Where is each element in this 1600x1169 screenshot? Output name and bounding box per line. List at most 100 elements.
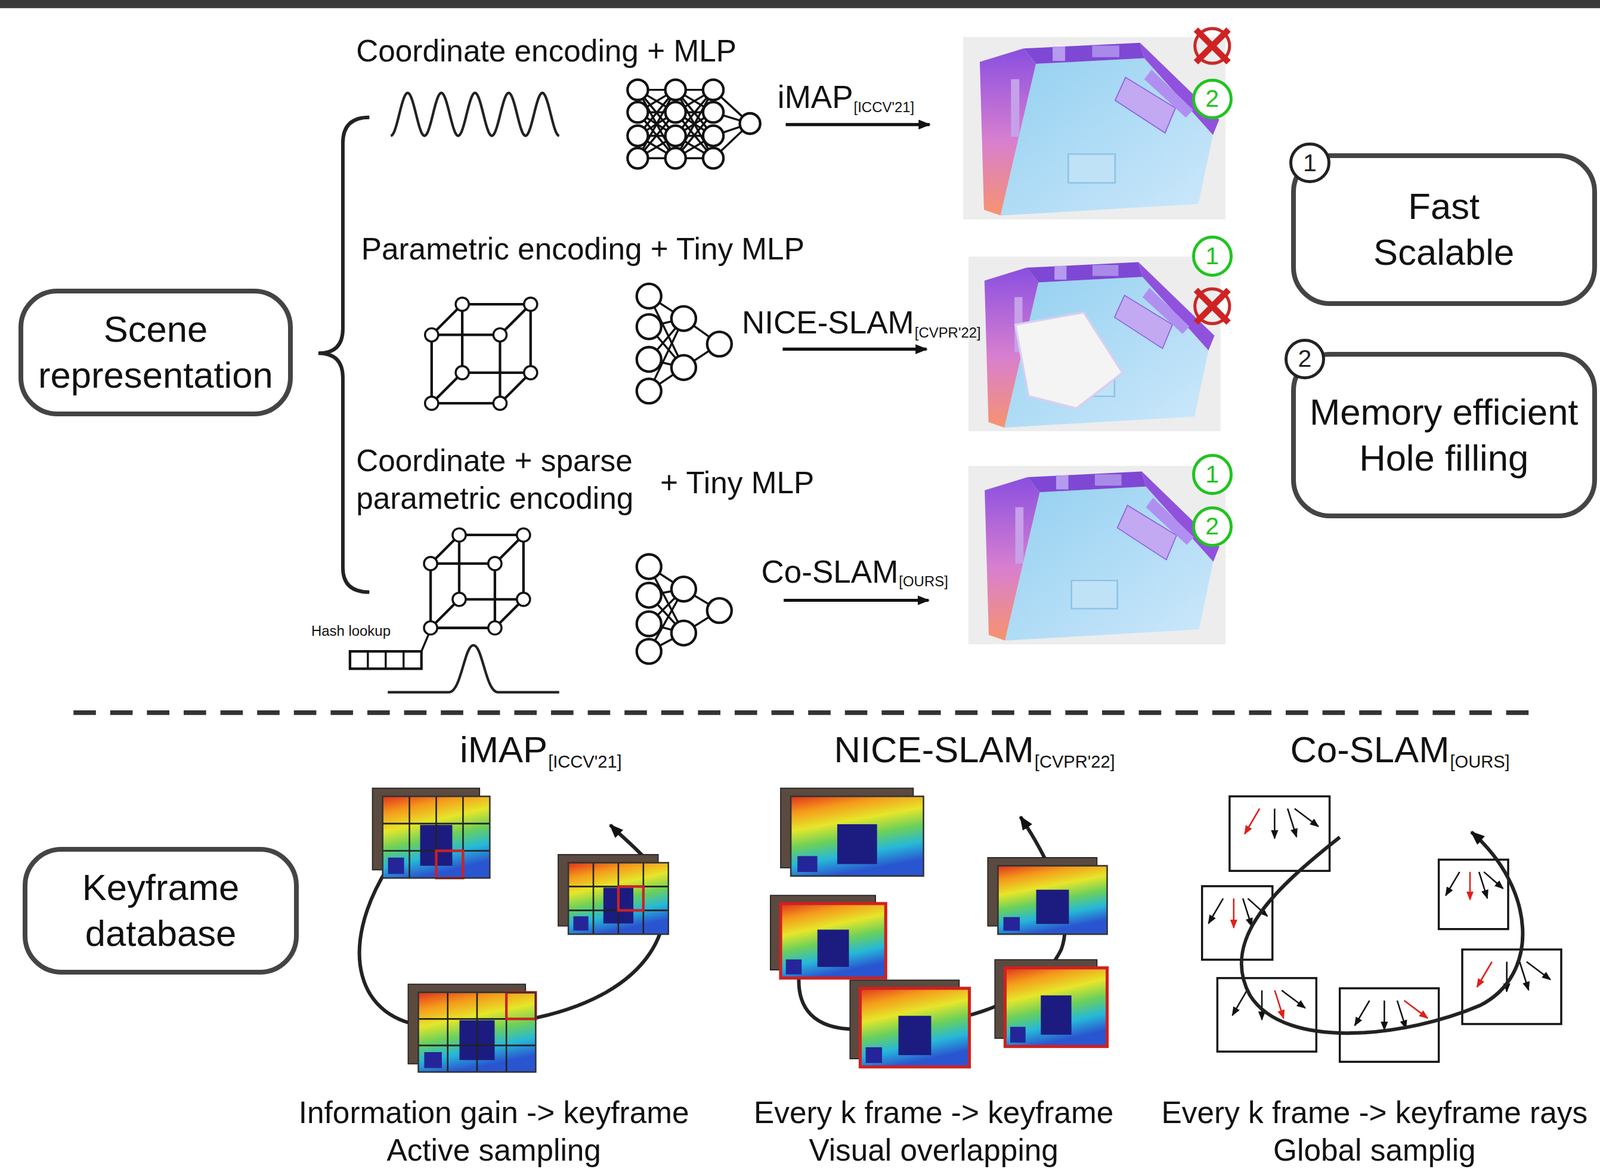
selected-cell — [618, 886, 644, 911]
sampled-ray — [1404, 1000, 1428, 1019]
mlp-neuron — [707, 598, 732, 623]
box-label: Scene representation — [31, 306, 280, 399]
frame-border — [418, 992, 537, 1073]
number-text: 1 — [1205, 462, 1219, 487]
depth-object — [785, 959, 802, 975]
cube-vertex — [517, 592, 531, 606]
sine-wave — [390, 93, 559, 136]
mlp-edge — [637, 90, 676, 159]
depth-object — [817, 929, 850, 967]
text-label: Every k frame -> keyframe rays — [1161, 1094, 1588, 1131]
callout-number: 1 — [1289, 142, 1330, 184]
mlp-neuron — [636, 611, 662, 636]
sampled-ray — [1244, 808, 1260, 834]
depth-object — [837, 824, 878, 865]
ray — [1242, 898, 1252, 927]
check-circle: 1 — [1192, 453, 1233, 495]
hash-table — [384, 651, 387, 669]
mlp-neuron — [665, 79, 686, 101]
text-label: Parametric encoding + Tiny MLP — [361, 231, 805, 267]
sampled-ray — [1469, 871, 1472, 900]
depth-object — [898, 1015, 932, 1055]
mesh-render — [963, 36, 1226, 645]
text-label: + Tiny MLP — [660, 465, 815, 501]
check-circle: 2 — [1192, 506, 1233, 547]
curly-bracket — [318, 117, 370, 593]
cube-edge — [462, 304, 531, 373]
cube-edge — [430, 563, 495, 628]
ray-frame — [1202, 886, 1273, 960]
mlp-neuron — [703, 147, 724, 169]
number-text: 2 — [1205, 86, 1219, 111]
mlp-neuron — [636, 378, 662, 404]
depth-frame — [407, 983, 536, 1072]
cube-vertex — [455, 297, 469, 311]
cube-vertex — [488, 556, 502, 571]
text-label: Every k frame -> keyframe — [753, 1094, 1114, 1131]
depth-object — [424, 1051, 442, 1069]
depth-object — [573, 915, 588, 931]
mlp-edge — [637, 90, 676, 159]
ray — [1483, 871, 1503, 889]
ray — [1505, 961, 1508, 992]
box-label: Keyframe database — [35, 864, 286, 957]
keyframe-rays — [1438, 859, 1509, 929]
method-title: iMAP — [459, 728, 548, 772]
method-title: Co-SLAM — [1290, 728, 1450, 772]
mesh-render — [968, 465, 1226, 645]
depth-frame — [780, 788, 924, 877]
depth-map — [382, 796, 491, 878]
mlp-neuron — [665, 147, 686, 169]
depth-map — [1004, 967, 1107, 1047]
dashed-divider — [73, 710, 1541, 716]
cross-mark — [1195, 29, 1229, 63]
cube-vertex — [452, 528, 466, 542]
depth-frame — [558, 854, 669, 935]
sampled-ray — [1274, 989, 1284, 1018]
selected-cell — [506, 992, 536, 1020]
depth-object — [1010, 1026, 1026, 1043]
box-label: Fast Scalable — [1359, 183, 1528, 276]
text-label: Hash lookup — [311, 622, 391, 640]
cross-mark — [1195, 289, 1229, 323]
text-label: Coordinate + sparse parametric encoding — [356, 441, 655, 518]
depth-map — [790, 796, 924, 877]
keyframe-rays — [1202, 886, 1273, 960]
cube-vertex — [425, 327, 439, 342]
mlp-neuron — [636, 314, 662, 339]
grid-line — [408, 796, 411, 878]
top-bar — [0, 0, 1600, 9]
depth-frame — [987, 857, 1107, 934]
cube-edge — [431, 334, 501, 404]
depth-frame — [770, 895, 886, 979]
mlp-neuron — [636, 283, 662, 309]
text-label: NICE-SLAM — [741, 304, 915, 341]
ray — [1261, 989, 1264, 1020]
frame-border — [780, 903, 886, 979]
text-label: Co-SLAM — [760, 553, 899, 590]
rounded-box: Keyframe database — [22, 846, 300, 975]
ray — [1287, 808, 1297, 837]
frame-border — [568, 862, 669, 934]
sampled-ray — [1477, 961, 1493, 987]
venue-subscript: [OURS] — [1450, 751, 1510, 772]
mlp-edge — [675, 90, 714, 159]
depth-object — [1040, 995, 1072, 1035]
mlp-edge — [675, 90, 714, 159]
venue-subscript: [OURS] — [898, 573, 948, 590]
text-label: Active sampling — [386, 1132, 601, 1168]
ray-frame — [1438, 859, 1509, 929]
check-circle: 2 — [1192, 78, 1233, 120]
mesh-render — [963, 36, 1226, 220]
ray-frame — [1462, 949, 1562, 1024]
ray — [1478, 871, 1488, 899]
rounded-box: Fast Scalable1 — [1291, 153, 1598, 307]
text-label: Global samplig — [1273, 1132, 1476, 1168]
cube-vertex — [424, 621, 438, 635]
text-label: Visual overlapping — [808, 1132, 1059, 1168]
mlp-neuron — [703, 79, 724, 101]
arrow — [782, 347, 927, 351]
ray — [1383, 1000, 1386, 1030]
cube-vertex — [455, 366, 469, 380]
grid-line — [476, 992, 479, 1073]
